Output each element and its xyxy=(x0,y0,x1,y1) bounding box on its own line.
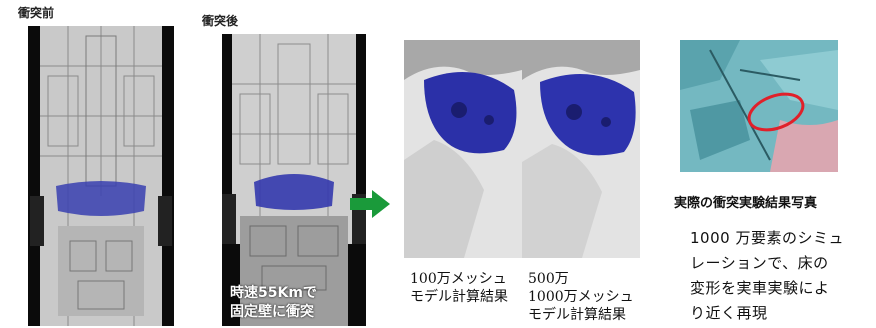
sim-image-1m-mesh xyxy=(404,40,522,258)
sim-caption-1m: 100万メッシュ モデル計算結果 xyxy=(410,270,508,306)
sim-caption-10m-line-3: モデル計算結果 xyxy=(528,307,626,323)
sim-caption-10m: 500万 1000万メッシュ モデル計算結果 xyxy=(528,270,634,324)
description-line-3: 変形を実車実験によ xyxy=(690,279,830,297)
sim-image-10m-mesh xyxy=(522,40,640,258)
description-line-2: レーションで、床の xyxy=(690,254,829,272)
after-crash-image xyxy=(222,34,366,326)
right-arrow-icon xyxy=(350,190,390,218)
crash-test-photo xyxy=(680,40,838,172)
description-line-1: 1000 万要素のシミュ xyxy=(690,229,844,247)
label-after: 衝突後 xyxy=(202,14,239,28)
crash-condition-text: 時速55Kmで 固定壁に衝突 xyxy=(230,284,317,322)
crash-condition-line-2: 固定壁に衝突 xyxy=(230,304,314,320)
crash-condition-line-1: 時速55Kmで xyxy=(230,285,317,301)
sim-caption-10m-line-1: 500万 xyxy=(528,271,569,287)
photo-caption: 実際の衝突実験結果写真 xyxy=(674,196,818,211)
sim-caption-10m-line-2: 1000万メッシュ xyxy=(528,289,634,305)
label-before: 衝突前 xyxy=(18,6,55,20)
description-line-4: り近く再現 xyxy=(690,304,768,322)
sim-caption-1m-line-1: 100万メッシュ xyxy=(410,271,507,287)
description-text: 1000 万要素のシミュ レーションで、床の 変形を実車実験によ り近く再現 xyxy=(690,226,876,326)
sim-caption-1m-line-2: モデル計算結果 xyxy=(410,289,508,305)
before-crash-image xyxy=(28,26,174,326)
highlight-ring xyxy=(747,92,805,132)
